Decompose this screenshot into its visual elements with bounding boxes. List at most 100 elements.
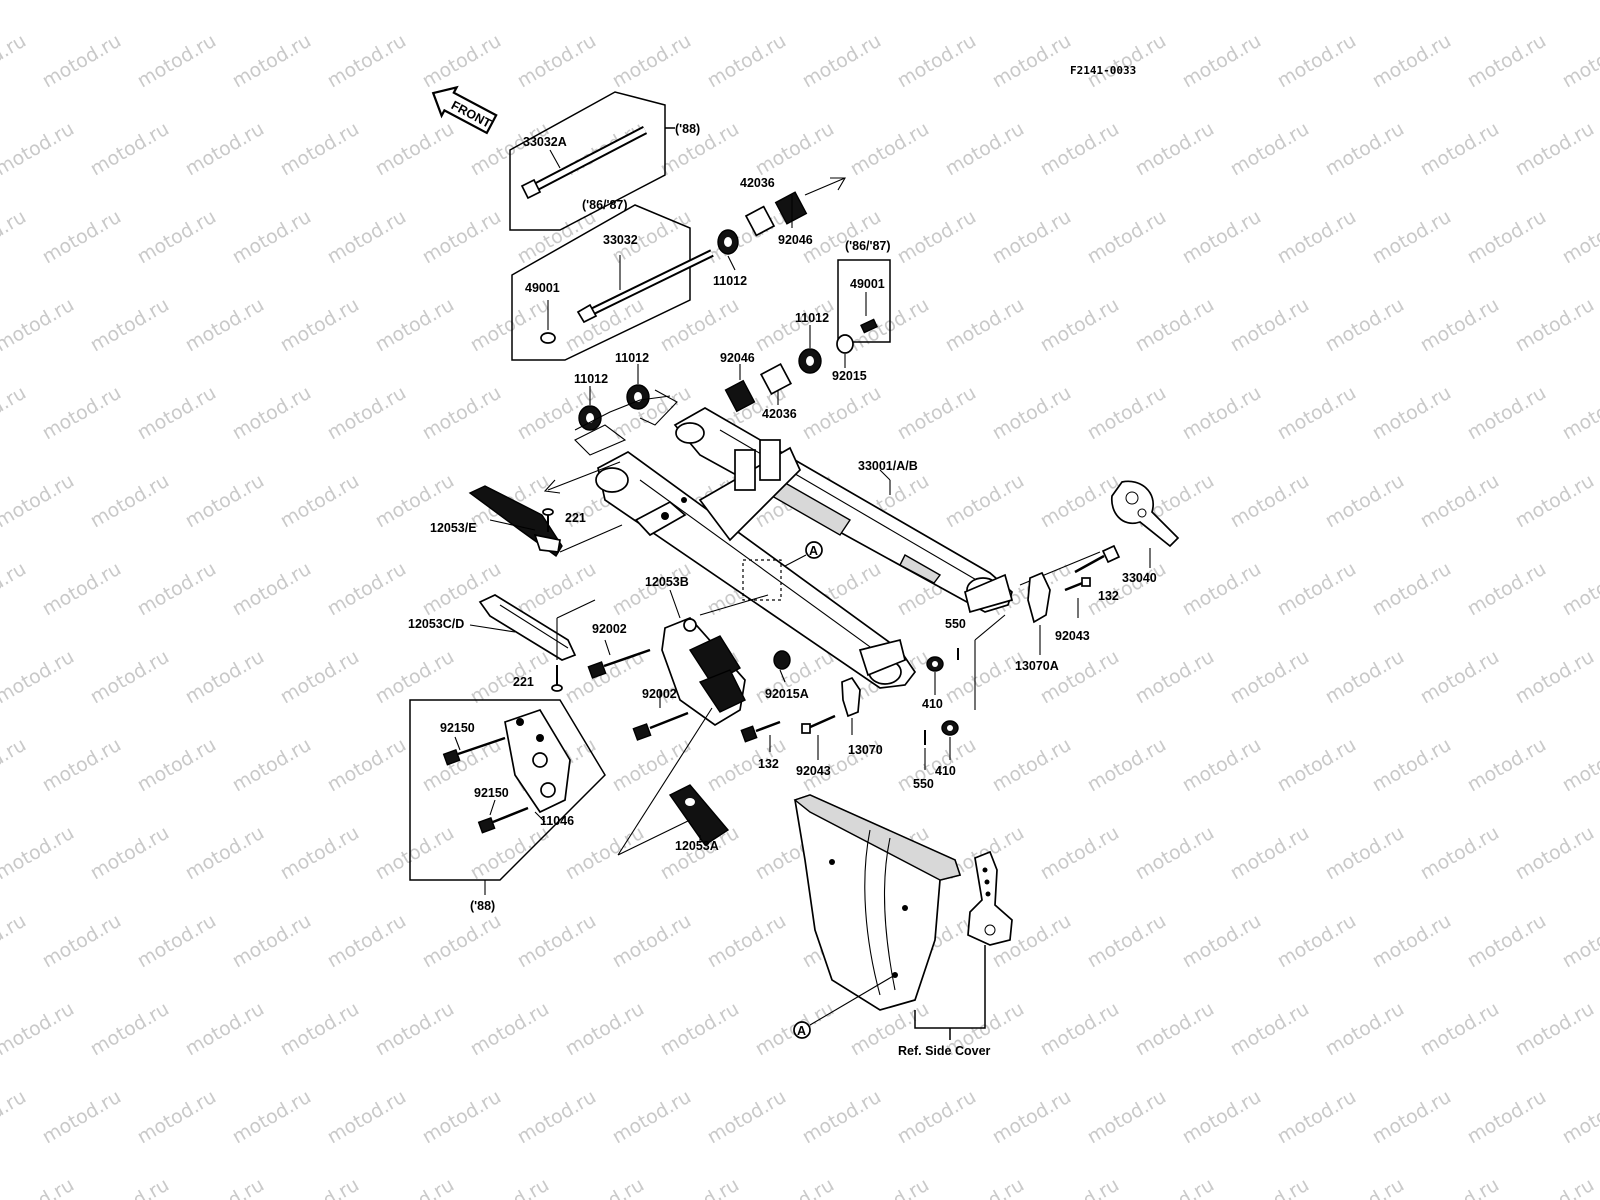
- watermark-text: motod.ru: [942, 0, 1028, 4]
- watermark-text: motod.ru: [467, 822, 553, 885]
- label-12053b: 12053B: [645, 575, 689, 589]
- watermark-text: motod.ru: [1464, 382, 1550, 445]
- watermark-text: motod.ru: [514, 1086, 600, 1149]
- watermark-text: motod.ru: [1227, 646, 1313, 709]
- label-12053a: 12053A: [675, 839, 719, 853]
- watermark-text: motod.ru: [229, 558, 315, 621]
- watermark-text: motod.ru: [1084, 558, 1170, 621]
- watermark-text: motod.ru: [799, 1086, 885, 1149]
- watermark-text: motod.ru: [277, 646, 363, 709]
- watermark-text: motod.ru: [182, 646, 268, 709]
- watermark-text: motod.ru: [134, 382, 220, 445]
- watermark-text: motod.ru: [0, 646, 78, 709]
- collar-92046-top: [774, 191, 808, 225]
- watermark-text: motod.ru: [1084, 734, 1170, 797]
- watermark-text: motod.ru: [1512, 998, 1598, 1061]
- watermark-text: motod.ru: [0, 910, 30, 973]
- watermark-text: motod.ru: [1322, 1174, 1408, 1200]
- label-221-top: 221: [565, 511, 586, 525]
- watermark-text: motod.ru: [39, 910, 125, 973]
- watermark-text: motod.ru: [609, 1086, 695, 1149]
- watermark-text: motod.ru: [1227, 1174, 1313, 1200]
- label-92046-top: 92046: [778, 233, 813, 247]
- watermark-text: motod.ru: [1274, 558, 1360, 621]
- watermark-text: motod.ru: [1084, 30, 1170, 93]
- watermark-text: motod.ru: [1274, 30, 1360, 93]
- watermark-text: motod.ru: [1417, 998, 1503, 1061]
- watermark-text: motod.ru: [942, 646, 1028, 709]
- watermark-text: motod.ru: [1512, 470, 1598, 533]
- watermark-text: motod.ru: [0, 294, 78, 357]
- watermark-text: motod.ru: [182, 294, 268, 357]
- watermark-text: motod.ru: [1369, 1086, 1455, 1149]
- watermark-text: motod.ru: [39, 1086, 125, 1149]
- watermark-text: motod.ru: [1274, 1086, 1360, 1149]
- watermark-text: motod.ru: [372, 294, 458, 357]
- label-92150-bottom: 92150: [474, 786, 509, 800]
- label-33032: 33032: [603, 233, 638, 247]
- watermark-text: motod.ru: [1417, 294, 1503, 357]
- watermark-text: motod.ru: [514, 558, 600, 621]
- watermark-text: motod.ru: [87, 470, 173, 533]
- watermark-text: motod.ru: [182, 118, 268, 181]
- bolt-92150-bottom: [477, 806, 529, 834]
- watermark-text: motod.ru: [419, 206, 505, 269]
- label-132-bottom: 132: [758, 757, 779, 771]
- watermark-text: motod.ru: [1037, 118, 1123, 181]
- label-12053e: 12053/E: [430, 521, 477, 535]
- watermark-text: motod.ru: [87, 1174, 173, 1200]
- watermark-text: motod.ru: [277, 118, 363, 181]
- watermark-text: motod.ru: [1512, 822, 1598, 885]
- watermark-text: motod.ru: [847, 118, 933, 181]
- watermark-text: motod.ru: [1179, 206, 1265, 269]
- watermark-text: motod.ru: [182, 1174, 268, 1200]
- bearing-11012-right: [798, 348, 822, 374]
- watermark-text: motod.ru: [467, 1174, 553, 1200]
- watermark-text: motod.ru: [277, 998, 363, 1061]
- watermark-text: motod.ru: [989, 382, 1075, 445]
- label-13070a: 13070A: [1015, 659, 1059, 673]
- watermark-text: motod.ru: [1132, 294, 1218, 357]
- watermark-text: motod.ru: [87, 294, 173, 357]
- bolt-92002-top: [587, 648, 651, 679]
- label-11012-left: 11012: [574, 372, 608, 386]
- watermark-text: motod.ru: [1084, 382, 1170, 445]
- watermark-text: motod.ru: [372, 998, 458, 1061]
- watermark-text: motod.ru: [39, 382, 125, 445]
- bolt-92002-bottom: [632, 711, 689, 741]
- watermark-text: motod.ru: [324, 382, 410, 445]
- watermark-text: motod.ru: [0, 734, 30, 797]
- chain-slider-12053b: [661, 616, 746, 727]
- label-132-right: 132: [1098, 589, 1119, 603]
- label-221-bottom: 221: [513, 675, 534, 689]
- watermark-text: motod.ru: [1084, 910, 1170, 973]
- shaft-88-group: [509, 91, 675, 231]
- watermark-text: motod.ru: [1369, 206, 1455, 269]
- watermark-text: motod.ru: [1132, 1174, 1218, 1200]
- watermark-text: motod.ru: [0, 382, 30, 445]
- watermark-text: motod.ru: [1464, 30, 1550, 93]
- side-cover-bracket: [967, 850, 1013, 946]
- watermark-text: motod.ru: [372, 1174, 458, 1200]
- callout-a-top-letter: A: [809, 544, 818, 558]
- watermark-text: motod.ru: [1274, 734, 1360, 797]
- label-11012-top: 11012: [713, 274, 747, 288]
- label-33001: 33001/A/B: [858, 459, 918, 473]
- watermark-text: motod.ru: [229, 30, 315, 93]
- label-410-bottom: 410: [935, 764, 956, 778]
- watermark-text: motod.ru: [1464, 206, 1550, 269]
- watermark-text: motod.ru: [752, 294, 838, 357]
- watermark-text: motod.ru: [704, 30, 790, 93]
- watermark-text: motod.ru: [182, 822, 268, 885]
- watermark-text: motod.ru: [847, 0, 933, 4]
- label-92015: 92015: [832, 369, 867, 383]
- label-88-top: ('88): [675, 122, 700, 136]
- watermark-text: motod.ru: [894, 206, 980, 269]
- watermark-text: motod.ru: [1037, 1174, 1123, 1200]
- watermark-text: motod.ru: [277, 0, 363, 4]
- label-550-bottom: 550: [913, 777, 934, 791]
- watermark-text: motod.ru: [1512, 646, 1598, 709]
- watermark-text: motod.ru: [324, 558, 410, 621]
- watermark-text: motod.ru: [1179, 558, 1265, 621]
- cap-92015: [836, 334, 854, 354]
